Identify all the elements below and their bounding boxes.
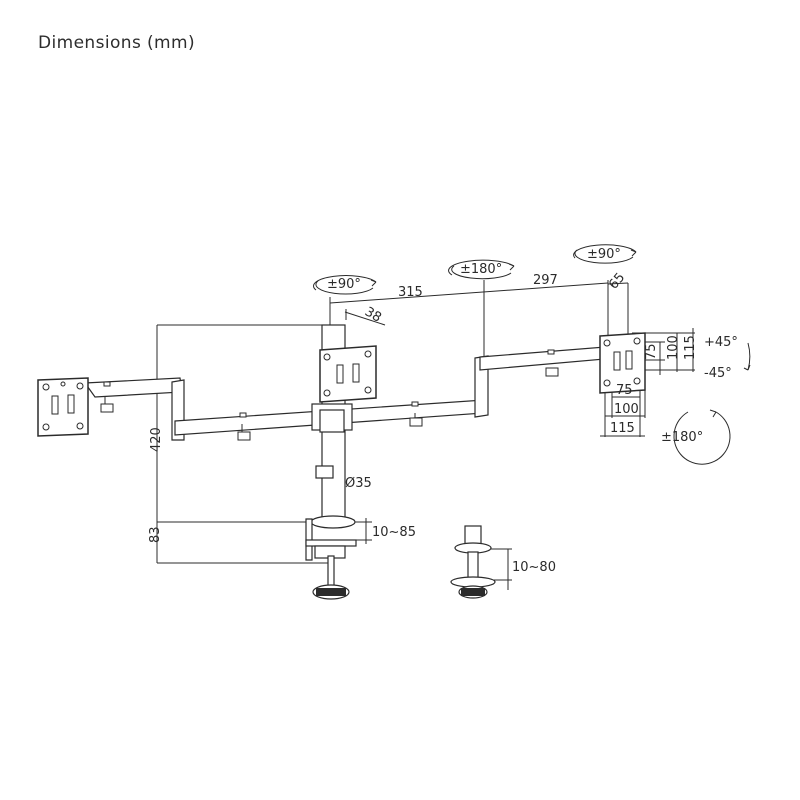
dimension-labels: 315 297 65 38 420 83 Ø35 10~85 10~80 75 … — [148, 270, 698, 575]
left-vesa-plate — [37, 377, 89, 437]
dim-vesa-100-w: 100 — [614, 402, 639, 417]
right-vesa-plate — [599, 332, 646, 394]
dim-vesa-115-h: 115 — [683, 335, 698, 360]
rotation-arrow-icon — [313, 244, 751, 465]
dim-grommet-range: 10~80 — [512, 560, 556, 575]
rot-middle-joint: ±180° — [460, 262, 502, 277]
dim-clamp-range: 10~85 — [372, 525, 416, 540]
rot-rotate: ±180° — [661, 430, 703, 445]
dim-pole-diameter: Ø35 — [345, 476, 372, 491]
rotation-labels: ±90° ±180° ±90° +45° -45° ±180° — [327, 247, 738, 445]
right-arm — [474, 346, 606, 418]
dim-65: 65 — [606, 270, 628, 292]
rot-center-swivel: ±90° — [327, 277, 361, 292]
page-title: Dimensions (mm) — [38, 33, 196, 53]
rot-tilt-down: -45° — [704, 366, 732, 381]
dim-vesa-100-h: 100 — [666, 335, 681, 360]
dim-83: 83 — [148, 526, 163, 543]
grommet-mount — [450, 525, 496, 599]
rot-tilt-up: +45° — [704, 335, 738, 350]
dim-420: 420 — [149, 427, 164, 452]
dim-vesa-75-w: 75 — [616, 383, 633, 398]
dim-38: 38 — [362, 304, 384, 325]
center-hub — [311, 403, 353, 433]
dim-297: 297 — [533, 273, 558, 288]
rot-right-swivel: ±90° — [587, 247, 621, 262]
dim-315: 315 — [398, 285, 423, 300]
dimension-lines — [156, 280, 629, 590]
desk-clamp — [305, 515, 357, 600]
dim-vesa-75-h: 75 — [644, 343, 659, 360]
left-arm — [83, 377, 185, 441]
dim-vesa-115-w: 115 — [610, 421, 635, 436]
center-vesa-plate — [319, 345, 377, 403]
